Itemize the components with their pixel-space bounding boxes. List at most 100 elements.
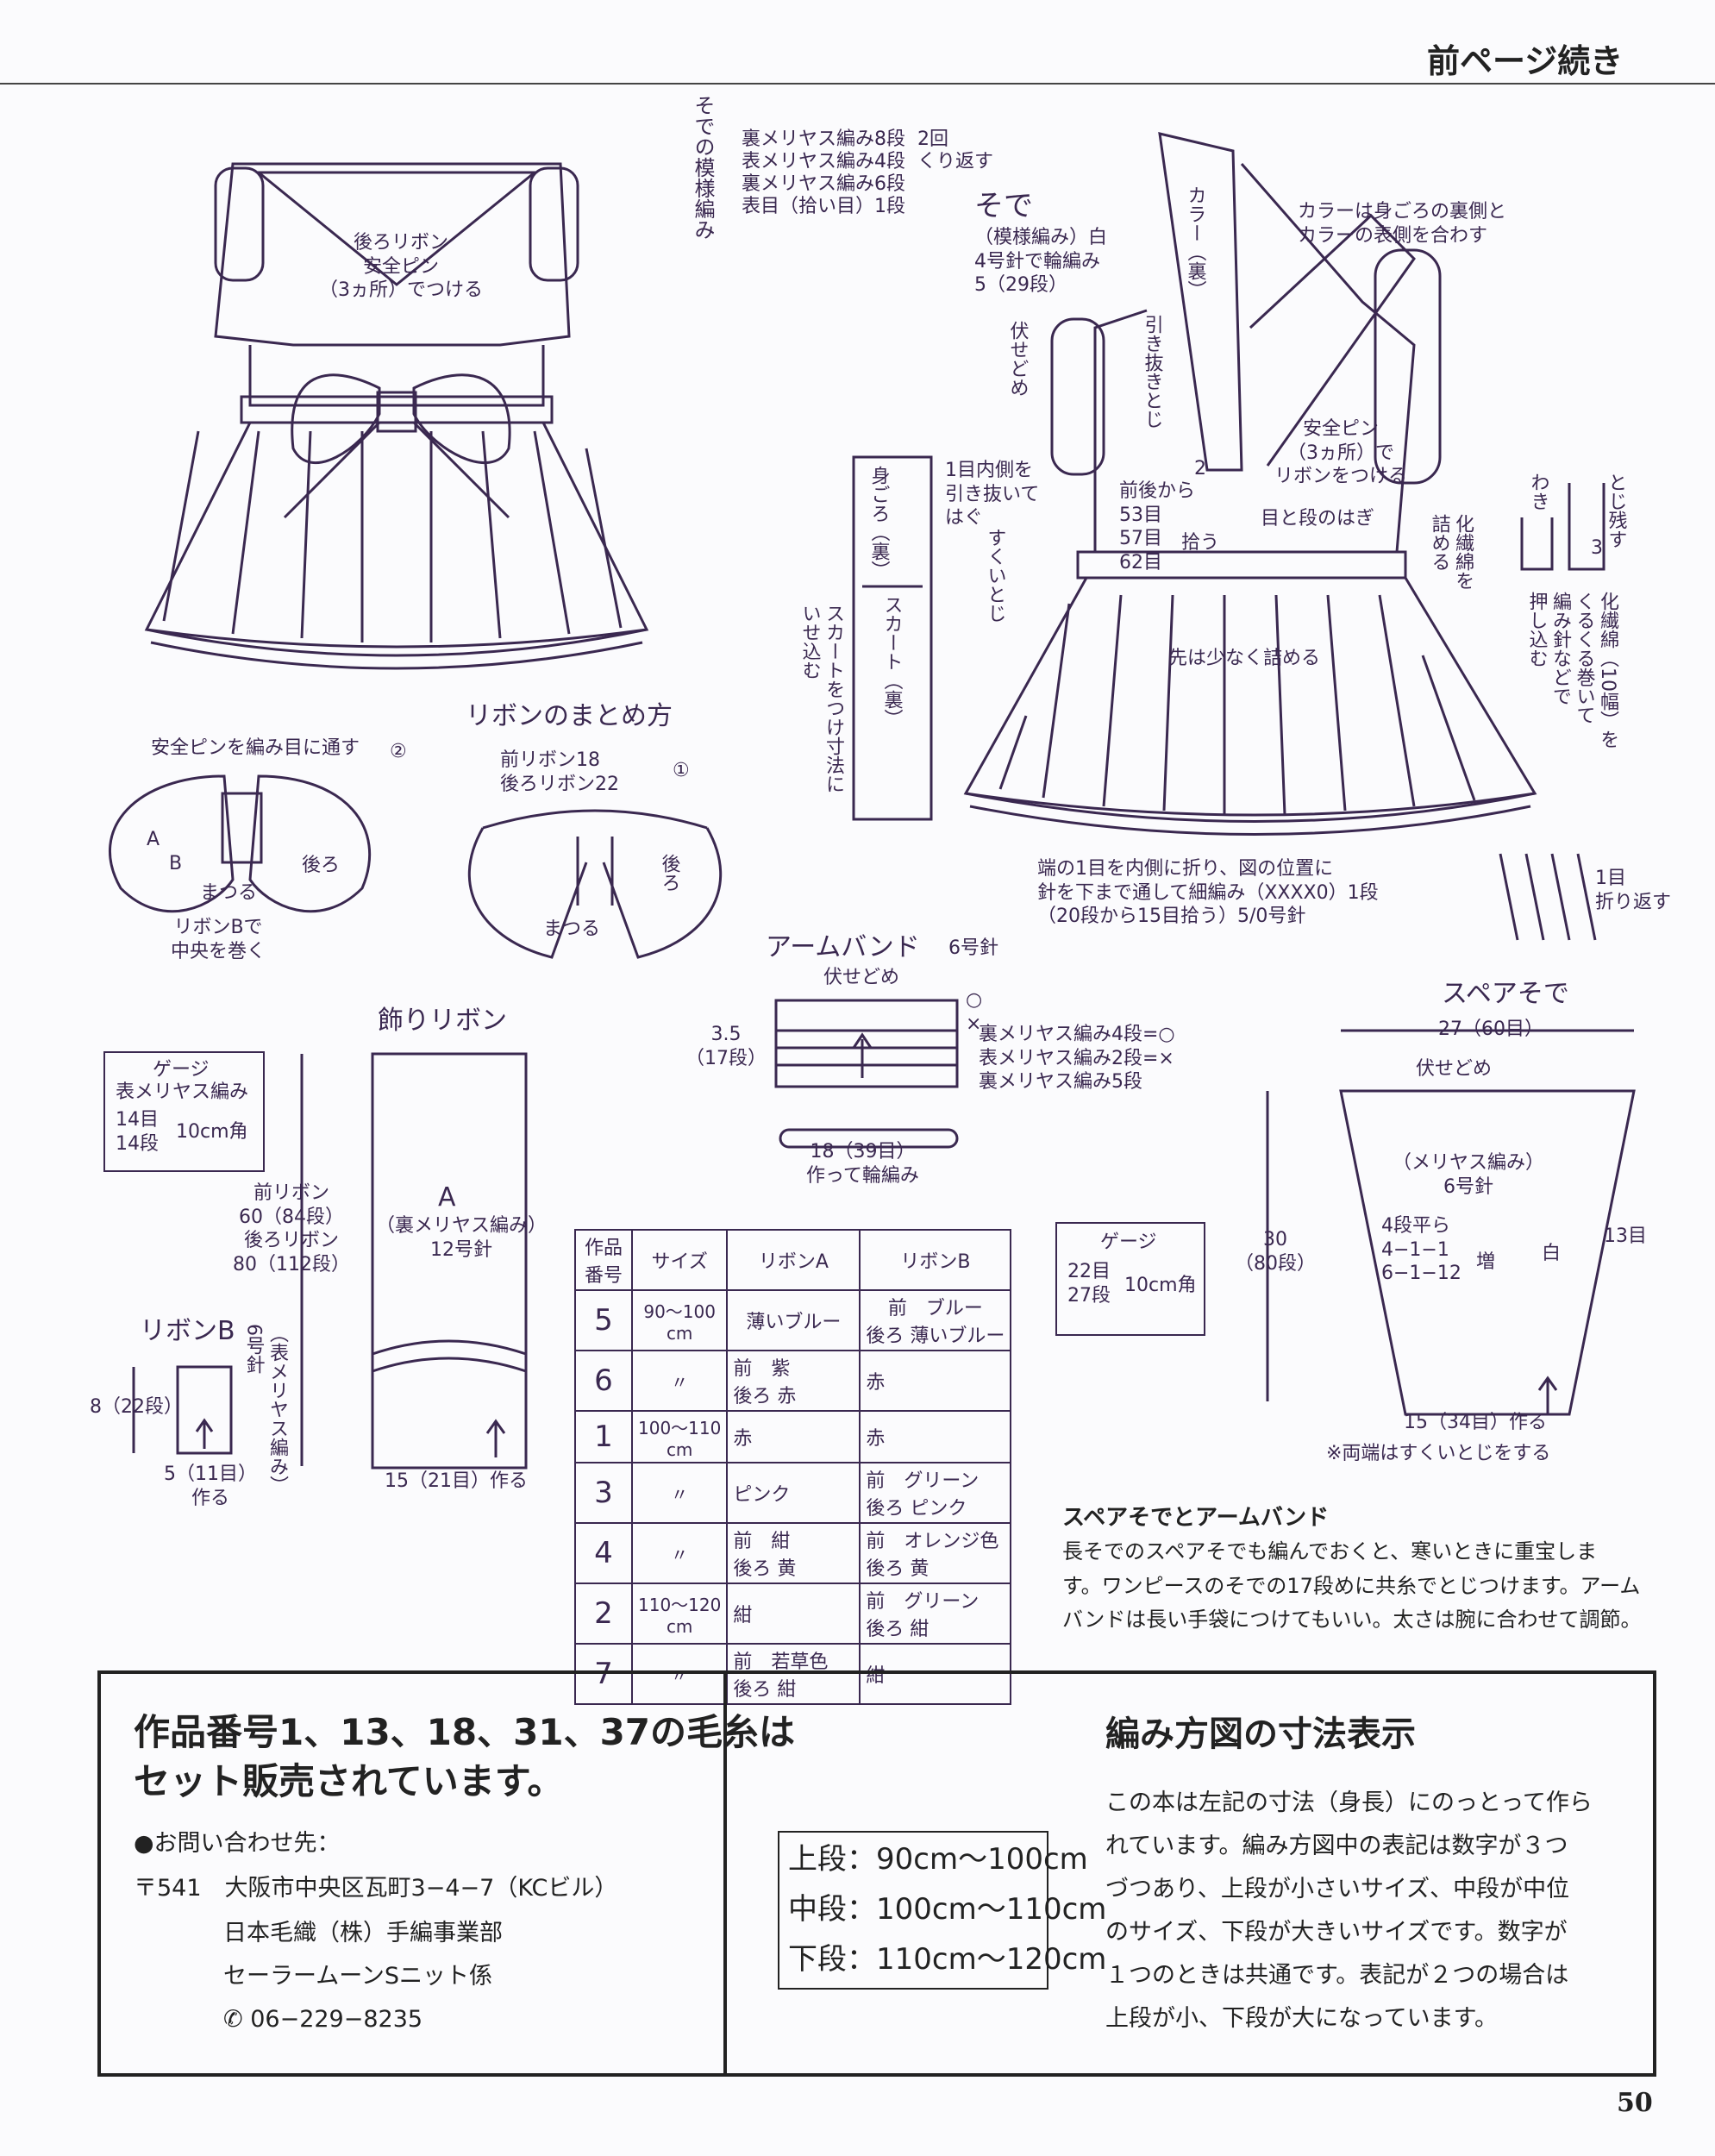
ribbon-a-mark: A bbox=[147, 829, 160, 850]
number-2: 2 bbox=[1194, 458, 1206, 479]
armband-height: 3.5 （17段） bbox=[685, 1024, 767, 1069]
ribbon-back-label: 後ろ bbox=[302, 855, 341, 876]
leave-open-label: とじ残す bbox=[1605, 473, 1627, 548]
collar-label: カラー（裏） bbox=[1184, 185, 1206, 299]
spare-sleeve-increase-label: 増 bbox=[1476, 1251, 1496, 1273]
contact-phone: ✆ 06−229−8235 bbox=[223, 2005, 422, 2034]
ribbon-b-title: リボンB bbox=[140, 1316, 235, 1346]
ribbon-sew-label-2: まつる bbox=[543, 918, 601, 940]
ribbon-step1: 前リボン18 後ろリボン22 bbox=[500, 749, 619, 795]
table-cell-ribbon-a-color: 前 紺 後ろ 黄 bbox=[726, 1522, 861, 1584]
deco-ribbon-lengths: 前リボン 60（84段） 後ろリボン 80（112段） bbox=[233, 1182, 350, 1275]
table-cell-size: 100〜110 cm bbox=[630, 1410, 729, 1463]
ribbon-b-mark: B bbox=[169, 853, 183, 874]
ribbon-step2-number: ② bbox=[390, 741, 407, 762]
sleeve-title: そで bbox=[974, 189, 1033, 223]
table-cell-ribbon-a-color: ピンク bbox=[726, 1462, 861, 1524]
contact-dept: セーラームーンSニット係 bbox=[223, 1963, 492, 1990]
roll-note: 化繊綿（10幅）を くるくる巻いて 編み針などで 押し込む bbox=[1525, 592, 1619, 749]
stuffing-note: 化繊綿を 詰める bbox=[1428, 514, 1474, 590]
gauge-stitch: 表メリヤス編み bbox=[116, 1081, 249, 1103]
contact-label: ●お問い合わせ先： bbox=[134, 1830, 341, 1857]
spare-note-title: スペアそでとアームバンド bbox=[1062, 1505, 1330, 1531]
table-header-row: 作品番号 サイズ リボンA リボンB bbox=[574, 1229, 1012, 1291]
table-cell-size: 〃 bbox=[630, 1522, 729, 1584]
ribbon-method-title: リボンのまとめ方 bbox=[466, 701, 673, 731]
spare-sleeve-increase: 4段平ら 4−1−1 6−1−12 bbox=[1381, 1215, 1462, 1284]
number-3: 3 bbox=[1591, 537, 1603, 559]
collar-note: カラーは身ごろの裏側と カラーの表側を合わす bbox=[1298, 201, 1507, 247]
stuffing-diagram bbox=[1499, 483, 1605, 941]
table-cell-work-number: 7 bbox=[574, 1643, 633, 1705]
table-cell-ribbon-a-color: 前 若草色 後ろ 紺 bbox=[726, 1643, 861, 1705]
deco-ribbon-illustration bbox=[132, 1052, 528, 1470]
table-cell-work-number: 3 bbox=[574, 1462, 633, 1524]
sleeve-pattern-line: 表メリヤス編み4段 くり返す bbox=[742, 151, 993, 172]
size-top: 上段：90cm〜100cm bbox=[788, 1842, 1088, 1877]
page-number: 50 bbox=[1617, 2088, 1653, 2118]
body-back-label: 身ごろ（裏） bbox=[867, 466, 890, 580]
ribbon-wrap-note: リボンBで 中央を巻く bbox=[171, 917, 266, 962]
spare-sleeve-illustration bbox=[1266, 1029, 1636, 1416]
spare-sleeve-height: 30 （80段） bbox=[1235, 1229, 1316, 1275]
gauge-rows: 22目 27段 bbox=[1067, 1261, 1111, 1307]
table-cell-ribbon-a-color: 薄いブルー bbox=[726, 1289, 861, 1351]
spare-sleeve-stitch: （メリヤス編み） 6号針 bbox=[1393, 1152, 1545, 1198]
ribbon-b-height: 8（22段） bbox=[90, 1396, 183, 1418]
table-row: 3〃ピンク前 グリーン 後ろ ピンク bbox=[574, 1462, 1012, 1524]
sleeve-pattern-title: そでの模様編み bbox=[691, 95, 715, 240]
panel-divider bbox=[723, 1674, 727, 2073]
table-cell-work-number: 6 bbox=[574, 1350, 633, 1412]
table-cell-ribbon-b-color: 紺 bbox=[859, 1643, 1012, 1705]
gauge-size: 10cm角 bbox=[176, 1121, 248, 1143]
ribbon-method-illustrations bbox=[109, 774, 723, 959]
table-header: リボンA bbox=[726, 1229, 861, 1291]
table-row: 4〃前 紺 後ろ 黄前 オレンジ色 後ろ 黄 bbox=[574, 1522, 1012, 1584]
gauge-rows: 14目 14段 bbox=[116, 1109, 159, 1155]
gauge-title: ゲージ bbox=[1100, 1232, 1157, 1253]
spare-sleeve-bind-off: 伏せどめ bbox=[1416, 1058, 1493, 1080]
contact-company: 日本毛織（株）手編事業部 bbox=[223, 1920, 503, 1946]
phone-icon: ✆ bbox=[223, 2006, 251, 2033]
table-cell-size: 〃 bbox=[630, 1643, 729, 1705]
deco-ribbon-title: 飾りリボン bbox=[378, 1006, 507, 1036]
table-cell-ribbon-b-color: 前 オレンジ色 後ろ 黄 bbox=[859, 1522, 1012, 1584]
armband-marks: ○ × bbox=[966, 989, 983, 1035]
phone-number: 06−229−8235 bbox=[250, 2006, 423, 2033]
ribbon-b-cast-on: 5（11目） 作る bbox=[164, 1463, 257, 1509]
size-notation-title: 編み方図の寸法表示 bbox=[1105, 1714, 1416, 1754]
table-header: 作品番号 bbox=[574, 1229, 633, 1291]
right-dress-illustration bbox=[852, 132, 1537, 836]
spare-sleeve-top: 27（60目） bbox=[1438, 1018, 1543, 1040]
ribbon-step2: 安全ピンを編み目に通す bbox=[151, 737, 360, 759]
table-cell-work-number: 1 bbox=[574, 1410, 633, 1463]
sleeve-bind-off: 伏せどめ bbox=[1006, 321, 1029, 397]
sleeve-pattern-line: 表目（拾い目）1段 bbox=[742, 196, 905, 217]
table-cell-work-number: 4 bbox=[574, 1522, 633, 1584]
table-cell-ribbon-b-color: 前 ブルー 後ろ 薄いブルー bbox=[859, 1289, 1012, 1351]
deco-ribbon-stitch: （裏メリヤス編み） 12号針 bbox=[376, 1215, 548, 1261]
table-row: 7〃前 若草色 後ろ 紺紺 bbox=[574, 1643, 1012, 1705]
yarn-set-title: 作品番号1、13、18、31、37の毛糸は セット販売されています。 bbox=[134, 1711, 796, 1802]
header-rule bbox=[0, 83, 1715, 85]
edge-note: 端の1目を内側に折り、図の位置に 針を下まで通して細編み（XXXX0）1段 （2… bbox=[1037, 858, 1379, 927]
table-cell-ribbon-b-color: 赤 bbox=[859, 1410, 1012, 1463]
sleeve-pattern-line: 裏メリヤス編み8段 2回 bbox=[742, 128, 948, 150]
table-cell-ribbon-b-color: 前 グリーン 後ろ 紺 bbox=[859, 1583, 1012, 1645]
spare-sleeve-cast-on: 15（34目）作る bbox=[1404, 1412, 1547, 1433]
table-header: リボンB bbox=[859, 1229, 1012, 1291]
size-bottom: 下段：110cm〜120cm bbox=[788, 1942, 1107, 1977]
armband-rows: 裏メリヤス編み4段=○ 表メリヤス編み2段=× 裏メリヤス編み5段 bbox=[979, 1024, 1175, 1093]
graft-label: 目と段のはぎ bbox=[1261, 508, 1375, 530]
contact-address: 〒541 大阪市中央区瓦町3−4−7（KCビル） bbox=[134, 1875, 618, 1902]
gauge-size: 10cm角 bbox=[1124, 1275, 1197, 1296]
table-cell-ribbon-a-color: 赤 bbox=[726, 1410, 861, 1463]
armband-bind-off: 伏せどめ bbox=[823, 967, 900, 988]
ribbon-step1-number: ① bbox=[673, 760, 690, 781]
sleeve-pattern-line: 裏メリヤス編み6段 bbox=[742, 173, 905, 195]
